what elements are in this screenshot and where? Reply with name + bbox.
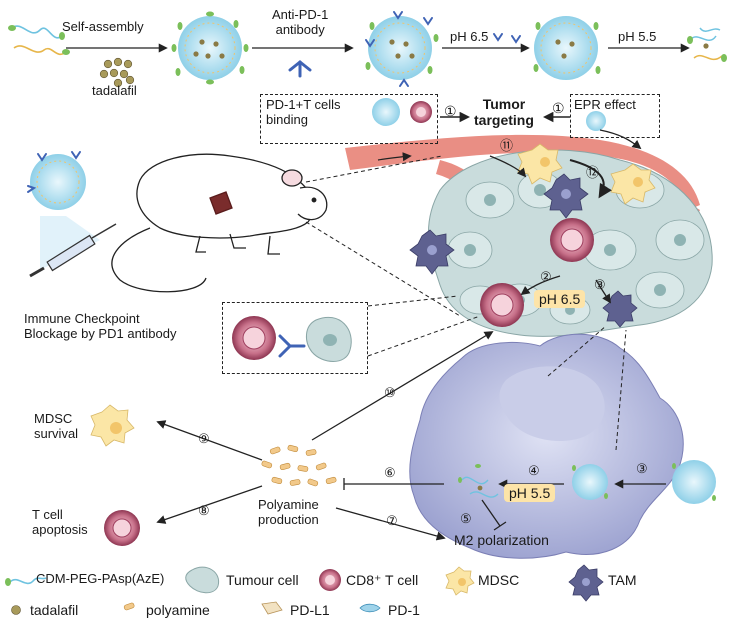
disassembled-micelle (687, 27, 727, 62)
t-cells-tumour (480, 218, 594, 327)
checkpoint-box (222, 302, 368, 374)
mdsc-cells-tumour (517, 143, 656, 205)
label-polyamine-production: Polyamine production (258, 497, 319, 527)
label-ph65-tumour: pH 6.5 (534, 290, 586, 308)
polyamine-cluster (261, 444, 337, 487)
legend-icons (5, 564, 604, 615)
legend-tadalafil: tadalafil (30, 602, 79, 618)
label-checkpoint: Immune Checkpoint Blockage by PD1 antibo… (24, 311, 177, 341)
label-step3-mac: ③ (636, 461, 648, 476)
antibody-icon (288, 60, 312, 78)
label-step1-right: ① (552, 100, 565, 116)
tadalafil-dots (99, 57, 135, 88)
legend-tumour-cell: Tumour cell (226, 572, 299, 588)
arrow-step10 (311, 331, 494, 441)
inhibit-step6 (343, 478, 444, 490)
legend-pdl1: PD-L1 (290, 602, 330, 618)
arrow-step2 (520, 275, 561, 296)
arrow-step12 (569, 159, 612, 199)
micelle-in-tam (458, 460, 716, 504)
label-step1-left: ① (444, 103, 457, 119)
arrow-step3-tumour (595, 279, 612, 304)
arrow-step8 (156, 485, 263, 524)
arrow-vessel-flow (377, 152, 412, 162)
label-step7: ⑦ (386, 513, 398, 528)
label-step3-tumour: ③ (594, 277, 606, 292)
micelle-1 (171, 11, 249, 85)
label-step10: ⑩ (384, 385, 396, 400)
label-self-assembly: Self-assembly (62, 19, 144, 34)
label-m2-polarization: M2 polarization (454, 532, 549, 548)
syringe-icon (29, 223, 117, 278)
label-ph55-top: pH 5.5 (618, 29, 657, 44)
arrow-step9 (156, 420, 263, 461)
label-epr-effect: EPR effect (574, 97, 636, 112)
apoptosis-tcell (104, 510, 140, 546)
checkpoint-cells (232, 316, 352, 362)
legend-mdsc: MDSC (478, 572, 520, 588)
label-tcell-apoptosis: T cell apoptosis (32, 507, 88, 537)
inhibit-step5 (481, 499, 507, 531)
label-step11: ⑪ (500, 138, 514, 153)
pd1-binding-micelle (372, 98, 432, 126)
large-tam (409, 333, 684, 559)
label-step6: ⑥ (384, 465, 396, 480)
arrow-step11 (489, 155, 527, 178)
epr-box (570, 94, 660, 138)
label-tumor-targeting: Tumor targeting (474, 96, 534, 129)
legend-tam: TAM (608, 572, 637, 588)
mouse-illustration (111, 153, 328, 293)
label-step8: ⑧ (198, 503, 210, 518)
label-anti-pd1: Anti-PD-1 antibody (272, 7, 329, 37)
dashed-zoom-tam (547, 325, 627, 451)
label-step12: ⑫ (586, 165, 600, 180)
legend-pd1: PD-1 (388, 602, 420, 618)
arrow-step7 (335, 507, 446, 541)
micelle-3 (533, 16, 601, 80)
label-ph55-mac: pH 5.5 (504, 484, 556, 502)
dashed-zoom-checkpoint (367, 295, 481, 357)
label-pd1-binding: PD-1+T cells binding (266, 97, 341, 127)
label-step5: ⑤ (460, 511, 472, 526)
label-step2: ② (540, 269, 552, 284)
label-ph65-top: pH 6.5 (450, 29, 489, 44)
legend-polyamine: polyamine (146, 602, 210, 618)
label-step9: ⑨ (198, 431, 210, 446)
label-mdsc-survival: MDSC survival (34, 411, 79, 441)
label-tadalafil-top: tadalafil (92, 83, 137, 98)
dashed-zoom-mouse (305, 155, 461, 317)
pd1-binding-box (260, 94, 438, 144)
legend-polymer: CDM-PEG-PAsp(AzE) (36, 571, 165, 586)
micelle-2 (365, 11, 439, 87)
released-antibodies (493, 33, 521, 44)
mdsc-survival-cell (90, 404, 135, 447)
epr-micelle (586, 111, 606, 131)
polymer-chains-top (8, 25, 70, 56)
label-step4: ④ (528, 463, 540, 478)
legend-t-cell: CD8⁺ T cell (346, 572, 419, 588)
